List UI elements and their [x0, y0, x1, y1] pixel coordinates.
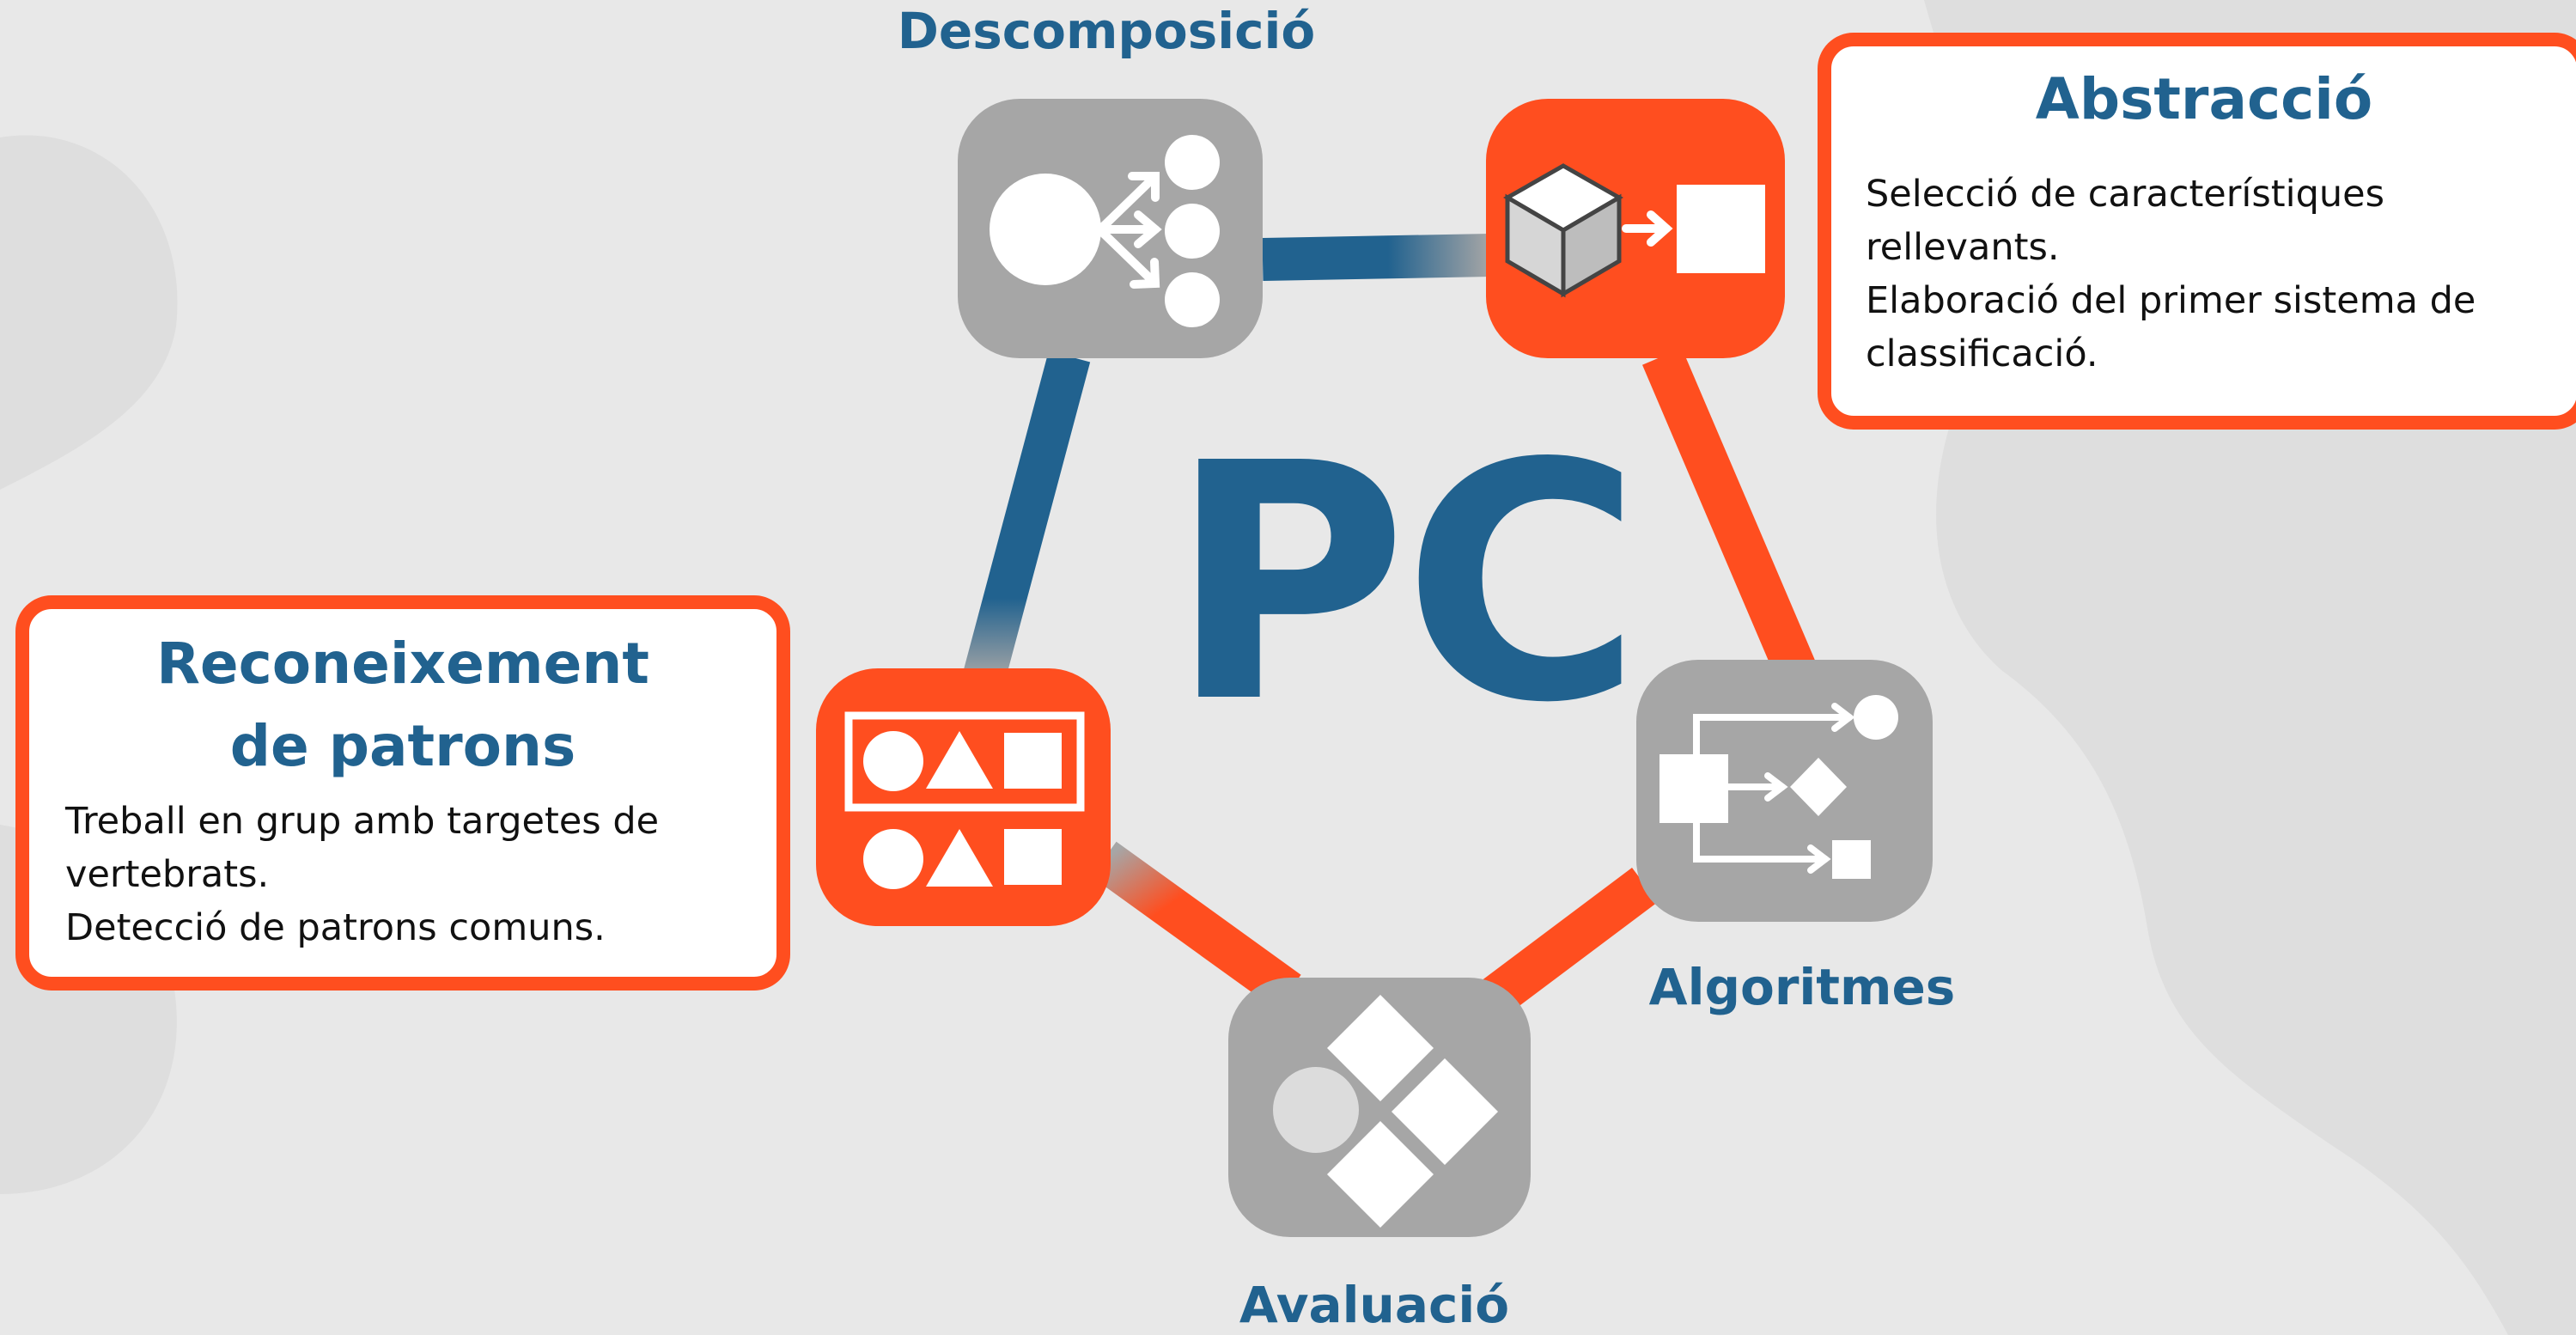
callout-abstraccio-line: rellevants. [1866, 226, 2060, 270]
callout-patrons-title-line: de patrons [229, 713, 576, 779]
cube-to-square-icon [1502, 163, 1765, 298]
callout-abstraccio-title: Abstracció [2035, 66, 2373, 132]
connector-algoritmes-avaluacio [1477, 868, 1658, 1018]
callout-abstraccio-line: Elaboració del primer sistema de [1866, 279, 2476, 323]
node-label-descomposicio: Descomposició [897, 2, 1316, 60]
callout-abstraccio: Abstracció Selecció de característiques … [1818, 33, 2576, 430]
callout-patrons-body: Treball en grup amb targetes de vertebra… [65, 795, 776, 954]
node-avaluacio [1228, 978, 1531, 1237]
connector-descomposicio-patrons [962, 351, 1091, 685]
node-patrons [816, 668, 1111, 926]
callout-patrons-title: Reconeixement de patrons [29, 623, 776, 788]
node-label-algoritmes: Algoritmes [1648, 958, 1956, 1016]
node-algoritmes [1636, 660, 1933, 922]
connector-descomposicio-abstraccio [1262, 234, 1491, 281]
decomposition-icon [990, 135, 1220, 327]
callout-patrons: Reconeixement de patrons Treball en grup… [15, 595, 790, 991]
callout-abstraccio-body: Selecció de característiques rellevants.… [1866, 168, 2576, 381]
node-abstraccio [1486, 99, 1785, 358]
bg-blob-left-top [0, 135, 178, 490]
connector-patrons-avaluacio [1091, 841, 1301, 1010]
callout-patrons-line: vertebrats. [65, 853, 270, 896]
callout-patrons-line: Treball en grup amb targetes de [65, 800, 660, 843]
diamonds-circle-icon [1273, 995, 1498, 1228]
center-label-pc: PC [1168, 393, 1641, 774]
callout-abstraccio-line: Selecció de característiques [1866, 173, 2384, 216]
node-descomposicio [958, 99, 1263, 358]
node-patrons-tile [816, 668, 1111, 926]
callout-abstraccio-line: classificació. [1866, 332, 2098, 376]
callout-patrons-line: Detecció de patrons comuns. [65, 906, 606, 949]
node-label-avaluacio: Avaluació [1239, 1276, 1510, 1334]
node-avaluacio-tile [1228, 978, 1531, 1237]
shape-patterns-icon [844, 711, 1085, 889]
callout-patrons-title-line: Reconeixement [156, 631, 649, 697]
flowchart-icon [1659, 695, 1898, 879]
connector-abstraccio-algoritmes [1642, 348, 1819, 687]
